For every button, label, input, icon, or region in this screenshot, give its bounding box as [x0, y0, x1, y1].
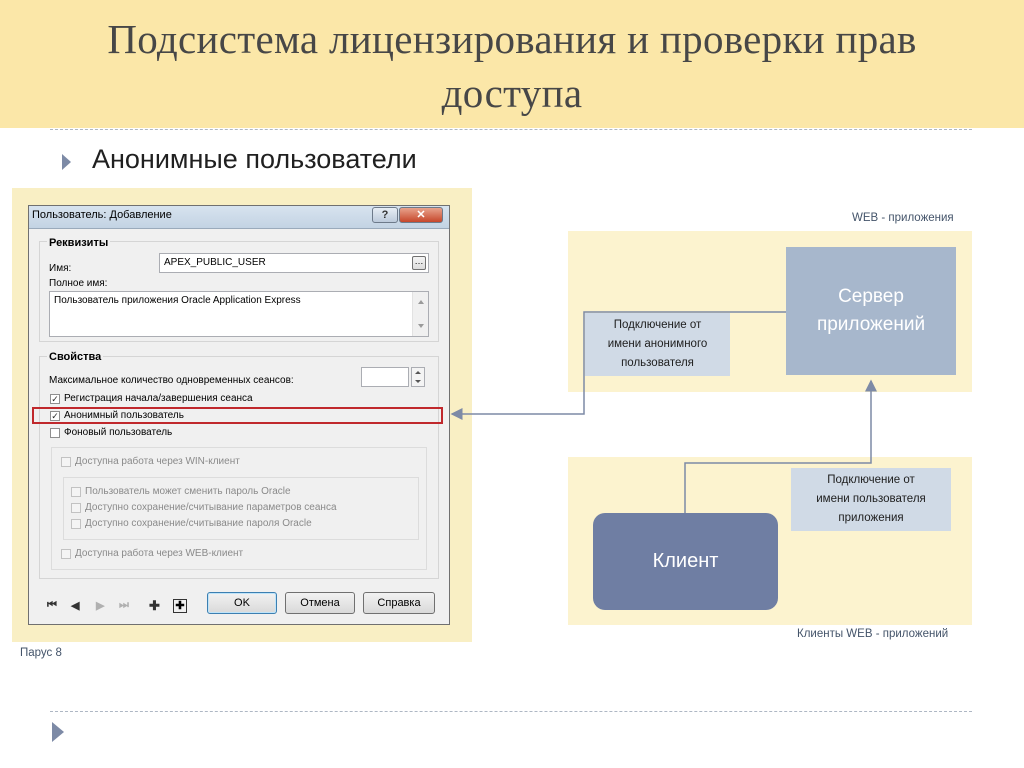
properties-group-title: Свойства [47, 351, 104, 363]
web-client-label: Доступна работа через WEB-клиент [75, 548, 244, 559]
web-client-checkbox[interactable] [61, 549, 71, 559]
next-record-icon[interactable]: ▶ [96, 600, 105, 612]
dialog-title: Пользователь: Добавление [32, 209, 172, 221]
app-server-box: Сервер приложений [786, 247, 956, 375]
max-sessions-label: Максимальное количество одновременных се… [49, 375, 294, 386]
web-apps-label: WEB - приложения [852, 212, 954, 224]
user-connection-label: Подключение от имени пользователя прилож… [816, 474, 926, 524]
scroll-up-icon[interactable] [418, 300, 424, 304]
cancel-button[interactable]: Отмена [285, 592, 355, 614]
save-password-label: Доступно сохранение/считывание пароля Or… [85, 518, 312, 529]
max-sessions-input[interactable] [361, 367, 409, 387]
name-input[interactable]: APEX_PUBLIC_USER [159, 253, 429, 273]
client-access-group [51, 447, 427, 570]
scroll-down-icon[interactable] [418, 324, 424, 328]
change-password-checkbox[interactable] [71, 487, 81, 497]
name-input-value: APEX_PUBLIC_USER [164, 257, 266, 268]
user-connection-note: Подключение от имени пользователя прилож… [791, 468, 951, 531]
spin-up-icon[interactable] [415, 371, 421, 374]
requisites-group [39, 241, 439, 342]
footer-text: Парус 8 [20, 647, 62, 659]
background-user-checkbox[interactable] [50, 428, 60, 438]
save-session-params-label: Доступно сохранение/считывание параметро… [85, 502, 337, 513]
fullname-textarea[interactable]: Пользователь приложения Oracle Applicati… [49, 291, 429, 337]
anonymous-user-checkbox[interactable]: ✓ [50, 411, 60, 421]
change-password-label: Пользователь может сменить пароль Oracle [85, 486, 291, 497]
session-log-label: Регистрация начала/завершения сеанса [64, 393, 253, 404]
bullet-text: Анонимные пользователи [92, 144, 417, 174]
slide-header [0, 0, 1024, 128]
spin-down-icon[interactable] [415, 380, 421, 383]
anonymous-user-label: Анонимный пользователь [64, 410, 184, 421]
header-divider [50, 129, 972, 130]
slide-title: Подсистема лицензирования и проверки пра… [107, 16, 917, 116]
session-log-checkbox[interactable]: ✓ [50, 394, 60, 404]
bullet-arrow-icon [62, 154, 71, 170]
web-clients-label: Клиенты WEB - приложений [797, 628, 949, 640]
add-boxed-icon[interactable]: ✚ [173, 599, 187, 613]
footer-divider [50, 711, 972, 712]
win-client-subgroup [63, 477, 419, 540]
next-slide-icon[interactable] [52, 722, 64, 742]
close-titlebar-button[interactable]: ✕ [399, 207, 443, 223]
max-sessions-spinner[interactable] [411, 367, 425, 387]
user-connection-line [684, 379, 877, 513]
properties-group [39, 356, 439, 579]
anon-connection-note: Подключение от имени анонимного пользова… [585, 313, 730, 376]
add-icon[interactable]: ✚ [149, 598, 160, 613]
win-client-checkbox[interactable] [61, 457, 71, 467]
name-lookup-button[interactable]: … [412, 256, 426, 270]
anonymous-user-highlight [32, 407, 443, 424]
dialog-titlebar[interactable]: Пользователь: Добавление ? ✕ [29, 206, 449, 229]
help-titlebar-button[interactable]: ? [372, 207, 398, 223]
last-record-icon[interactable]: ⏭ [119, 599, 129, 611]
client-box: Клиент [593, 513, 778, 610]
fullname-value: Пользователь приложения Oracle Applicati… [54, 295, 301, 306]
app-server-label: Сервер приложений [816, 286, 926, 335]
background-user-label: Фоновый пользователь [64, 427, 173, 438]
help-button[interactable]: Справка [363, 592, 435, 614]
prev-record-icon[interactable]: ◀ [71, 600, 80, 612]
anon-connection-line [450, 311, 786, 420]
anon-connection-label: Подключение от имени анонимного пользова… [607, 319, 708, 369]
fullname-label: Полное имя: [49, 278, 108, 289]
save-password-checkbox[interactable] [71, 519, 81, 529]
save-session-params-checkbox[interactable] [71, 503, 81, 513]
name-label: Имя: [49, 263, 72, 274]
win-client-label: Доступна работа через WIN-клиент [75, 456, 240, 467]
ok-button[interactable]: OK [207, 592, 277, 614]
user-add-dialog: Пользователь: Добавление ? ✕ Реквизиты И… [28, 205, 450, 625]
first-record-icon[interactable]: ⏮ [47, 599, 57, 611]
requisites-group-title: Реквизиты [47, 237, 111, 249]
client-label: Клиент [652, 550, 719, 572]
fullname-scrollbar[interactable] [412, 292, 428, 336]
